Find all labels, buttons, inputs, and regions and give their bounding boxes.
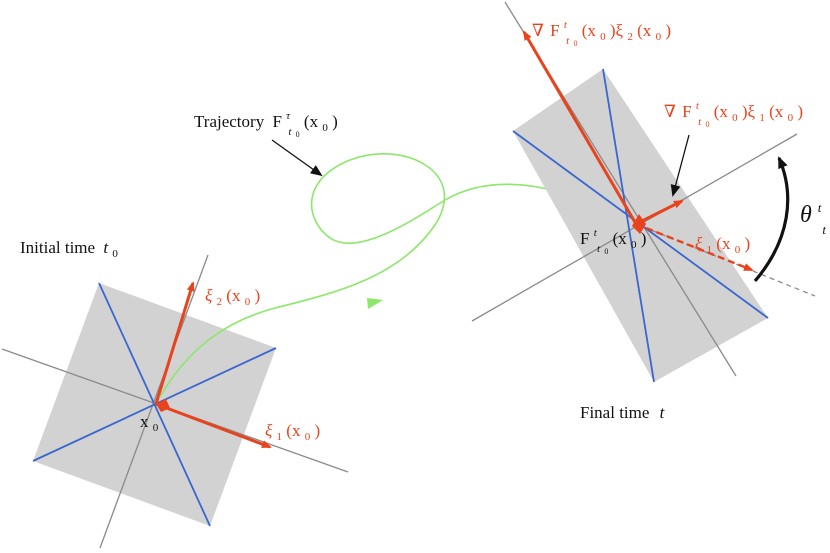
initial-diagonal-2 xyxy=(32,347,277,462)
initial-corner-marker xyxy=(156,399,170,412)
final-xi1-dashed-vector xyxy=(635,222,754,272)
initial-time-label: Initial time t 0 xyxy=(20,238,118,260)
initial-state-group xyxy=(1,254,349,549)
xi2-vector xyxy=(154,281,195,405)
grad-xi2-label: ∇ F t t 0 (x 0 )ξ 2 (x 0 ) xyxy=(532,13,671,50)
trajectory-curve xyxy=(159,152,631,398)
trajectory-label: Trajectory F τ t 0 (x 0 ) xyxy=(194,104,338,141)
final-diagonal-2 xyxy=(602,68,655,383)
grad-xi1-pointer-arrow xyxy=(670,134,690,197)
xi1-label: ξ 1 (x 0 ) xyxy=(265,421,320,444)
grad-xi1-label: ∇ F t t 0 (x 0 )ξ 1 (x 0 ) xyxy=(664,94,803,131)
final-xi1-label: ξ 1 (x 0 ) xyxy=(695,234,750,257)
grad-xi2-vector xyxy=(522,30,638,225)
final-corner-marker xyxy=(632,214,646,234)
final-state-group xyxy=(471,1,816,383)
final-time-label: Final time t xyxy=(580,403,666,422)
xi2-label: ξ 2 (x 0 ) xyxy=(205,286,260,309)
grad-xi1-vector xyxy=(635,199,684,226)
final-point-label: F t t 0 (x 0 ) xyxy=(580,221,646,258)
theta-rotation-arc xyxy=(753,156,790,283)
trajectory-arrowhead xyxy=(367,298,383,309)
initial-point-label: x 0 xyxy=(140,412,159,434)
xi1-vector xyxy=(155,402,272,449)
trajectory-pointer-arrow xyxy=(271,139,323,177)
theta-label: θ t t 0 xyxy=(800,192,830,240)
